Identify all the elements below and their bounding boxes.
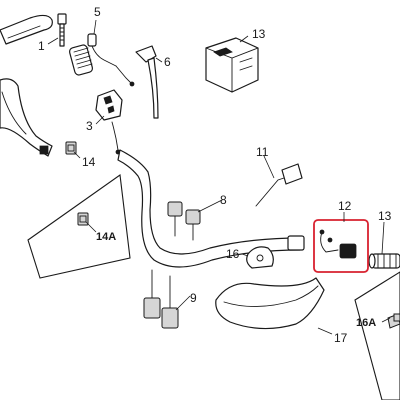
callout-9: 9 — [190, 291, 197, 305]
callout-1: 1 — [38, 39, 45, 53]
callout-13-top: 13 — [252, 27, 266, 41]
part-9-lower-clamps — [143, 269, 179, 329]
part-11-right-mirror — [255, 163, 303, 207]
leader-lines — [47, 19, 391, 335]
highlight-box-part-12 — [313, 219, 369, 273]
callout-6: 6 — [164, 55, 171, 69]
left-mirror — [0, 14, 53, 45]
callout-labels: 1 5 6 13 3 14 14A 8 9 11 12 13 16 17 16A — [38, 5, 392, 345]
left-handguard — [0, 78, 53, 157]
callout-16a: 16A — [356, 317, 376, 329]
part-13-grip-right — [368, 253, 400, 269]
callout-3: 3 — [86, 119, 93, 133]
handlebar — [117, 149, 305, 268]
part-5-throttle-assembly — [68, 33, 135, 87]
part-17-right-handguard — [215, 277, 325, 330]
part-6-lever — [135, 45, 159, 119]
part-1-bolt — [57, 13, 67, 47]
detail-panel-14a — [27, 174, 131, 279]
callout-12: 12 — [338, 199, 352, 213]
part-14-clamp — [65, 141, 77, 155]
callout-17: 17 — [334, 331, 348, 345]
callout-14a: 14A — [96, 231, 116, 243]
callout-8: 8 — [220, 193, 227, 207]
part-3-switch-housing — [95, 89, 123, 155]
callout-14: 14 — [82, 155, 96, 169]
part-12-switch — [319, 229, 357, 259]
part-13-cover-top — [205, 37, 259, 93]
callout-16: 16 — [226, 247, 240, 261]
part-16-bracket — [246, 246, 274, 269]
callout-11: 11 — [256, 145, 269, 159]
callout-13-right: 13 — [378, 209, 392, 223]
part-8-upper-clamps — [167, 201, 201, 241]
callout-5: 5 — [94, 5, 101, 19]
detail-panel-16a — [354, 271, 400, 400]
